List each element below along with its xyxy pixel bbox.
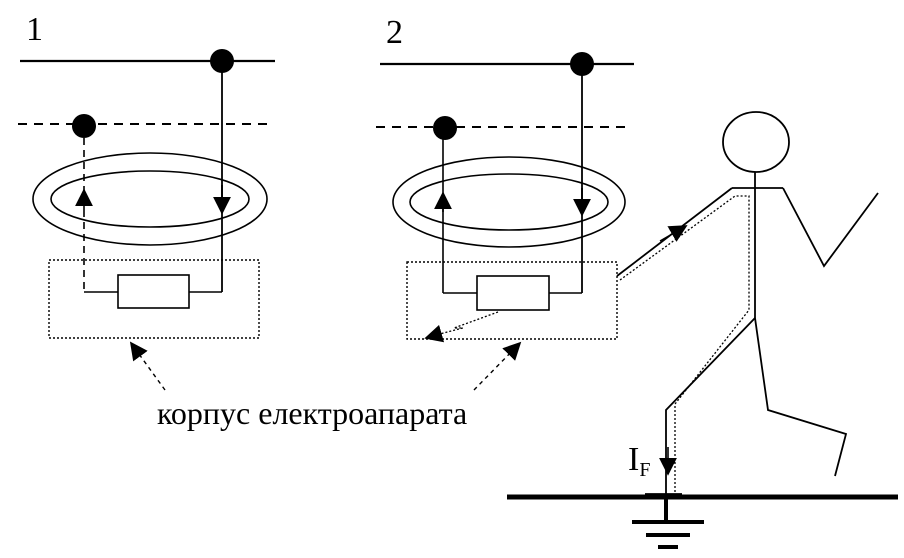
phase-node-1: [210, 49, 234, 73]
fault-current-symbol: I: [628, 441, 639, 478]
panel-2-number: 2: [386, 14, 403, 51]
body-current-path: [619, 195, 750, 494]
core-inner-2: [409, 173, 609, 231]
insulation-fault-path: [427, 311, 499, 338]
caption-pointer-1: [129, 341, 166, 391]
housing-caption: корпус електроапарата: [157, 395, 467, 431]
panel-1-number: 1: [26, 11, 43, 48]
core-inner-1: [50, 170, 250, 228]
load-resistor-1: [117, 274, 190, 309]
core-outer-1: [32, 152, 268, 246]
person-front-leg: [665, 317, 756, 494]
housing-2: [406, 261, 618, 340]
person-right-arm: [782, 187, 879, 268]
fault-current-label: IF: [628, 441, 650, 481]
load-resistor-2: [476, 275, 550, 311]
fault-current-subscript: F: [639, 459, 650, 481]
neutral-node-1: [72, 114, 96, 138]
panel-1: 1: [18, 11, 275, 339]
neutral-node-2: [433, 116, 457, 140]
person-back-leg: [754, 317, 848, 477]
body-current-arrow: [659, 225, 688, 242]
person-figure: IF: [616, 111, 879, 495]
ground-symbol: [507, 494, 898, 549]
panel-2: 2: [376, 14, 634, 343]
caption-pointer-2: [473, 341, 522, 391]
housing-1: [48, 259, 260, 339]
housing-caption-group: корпус електроапарата: [129, 341, 522, 431]
phase-node-2: [570, 52, 594, 76]
person-head: [722, 111, 790, 173]
fault-arrow: [424, 324, 445, 343]
core-outer-2: [392, 156, 626, 248]
